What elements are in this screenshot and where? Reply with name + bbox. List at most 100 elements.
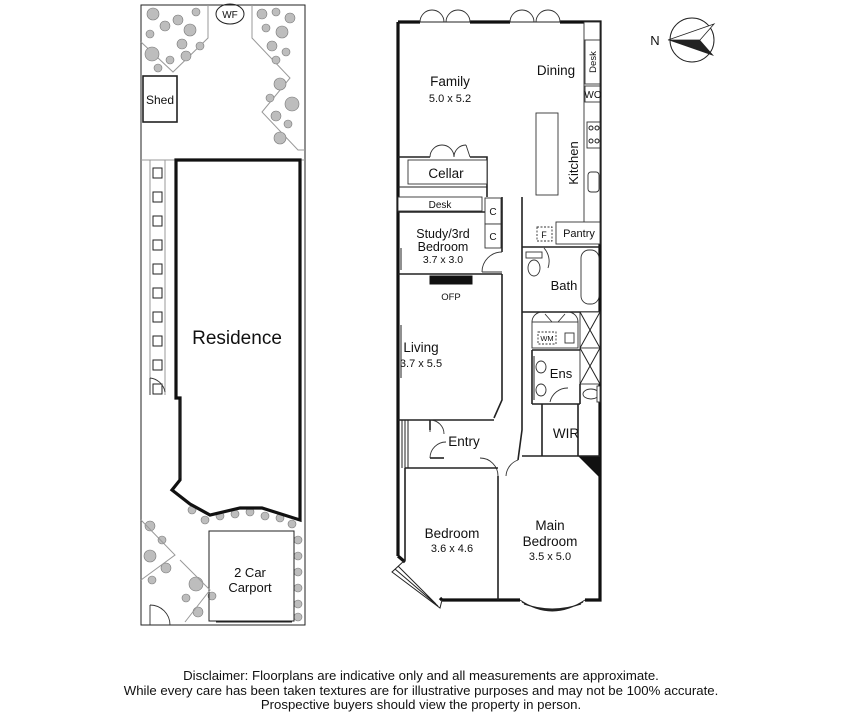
garden-plant [207,591,217,601]
kitchen-island [535,112,559,196]
garden-plant [256,8,268,20]
garden-plant [165,55,175,65]
bath-vanity [525,251,543,259]
living-dims: 3.7 x 5.5 [400,358,442,370]
cooktop-burner-1 [588,125,594,131]
garden-plants [143,7,303,622]
shower-lower-cross [579,347,601,385]
study-name-2: Bedroom [418,240,469,254]
bedroom-name: Bedroom [425,526,480,541]
study-dims: 3.7 x 3.0 [423,254,463,266]
garden-plant [283,119,293,129]
hall-wall-right [517,197,523,461]
ens-basin-1 [535,360,547,374]
garden-plant [157,535,167,545]
cupboard-2-label: C [489,232,496,243]
shower-upper-cross [579,311,601,349]
laundry-doors [531,311,579,323]
shed [142,75,178,123]
garden-plant [146,7,160,21]
residence-outline [169,158,302,523]
garden-plant [270,110,282,122]
garden-plant [293,599,303,609]
wo-box [584,85,601,103]
disclaimer-line-3: Prospective buyers should view the prope… [260,697,582,712]
bathtub [580,249,600,305]
stepping-stone [152,215,163,227]
front-gate [149,604,171,626]
garden-plant [200,515,210,525]
stepping-stone [152,311,163,323]
exterior-wall [396,20,602,602]
ens-basin-2 [535,383,547,397]
main-bedroom-name-1: Main [535,518,564,533]
stepping-stone [152,335,163,347]
kitchen-sink [587,171,600,193]
garden-plant [144,520,156,532]
garden-plant [284,96,300,112]
garden-plant [293,583,303,593]
dining-french-doors [509,9,561,24]
desk-lower-box [397,196,483,212]
garden-plant [261,23,271,33]
ens-door [549,387,569,403]
stepping-stone [152,239,163,251]
shed-label: Shed [146,93,174,107]
garden-plant [159,20,171,32]
carport [208,530,295,622]
bedroom-dims: 3.6 x 4.6 [431,543,473,555]
wf-circle [215,3,245,25]
family-dims: 5.0 x 5.2 [429,93,471,105]
stepping-stone [152,287,163,299]
fireplace [429,275,473,285]
kitchen-label: Kitchen [566,141,581,184]
garden-plant [260,511,270,521]
cellar-doors [429,144,471,158]
family-name: Family [430,74,470,89]
wir-label: WIR [553,426,579,441]
wf-label: WF [222,10,238,21]
garden-plant [271,55,281,65]
disclaimer-line-2: While every care has been taken textures… [123,683,719,698]
cooktop-burner-4 [594,138,600,144]
front-door [429,419,445,435]
cupboard-1-label: C [489,207,496,218]
garden-plant [192,606,204,618]
cupboard-2 [484,223,502,249]
stepping-stone [152,359,163,371]
garden-plant [287,519,297,529]
family-french-doors [419,9,471,24]
pantry-label: Pantry [563,228,595,240]
garden-plant [275,25,289,39]
dining-name: Dining [537,63,575,78]
stepping-stone [152,191,163,203]
garden-plant [293,612,303,622]
main-bedroom-bay-window [519,599,586,612]
garden-plant [195,41,205,51]
garden-plant [266,40,278,52]
main-bedroom-door [505,459,519,477]
cellar-box [407,159,488,185]
garden-plant [176,38,188,50]
cooktop-burner-2 [594,125,600,131]
living-name: Living [403,340,438,355]
side-gate [149,377,166,395]
cellar-label: Cellar [428,166,464,181]
garden-plant [293,551,303,561]
wm-box [537,331,557,345]
bath-toilet [527,259,541,277]
garden-plant [284,12,296,24]
stepping-stone [152,263,163,275]
desk-lower-label: Desk [429,200,453,211]
ens-cistern [596,385,601,403]
garden-plant [265,93,275,103]
bath-door [543,247,550,269]
bath-label: Bath [551,278,578,293]
garden-plant [180,50,192,62]
bedroom-bay-window [391,559,443,609]
garden-plant [273,77,287,91]
front-bed-mid [179,559,211,623]
bedroom-door [479,457,499,477]
cooktop-burner-3 [588,138,594,144]
disclaimer-line-1: Disclaimer: Floorplans are indicative on… [183,668,659,683]
